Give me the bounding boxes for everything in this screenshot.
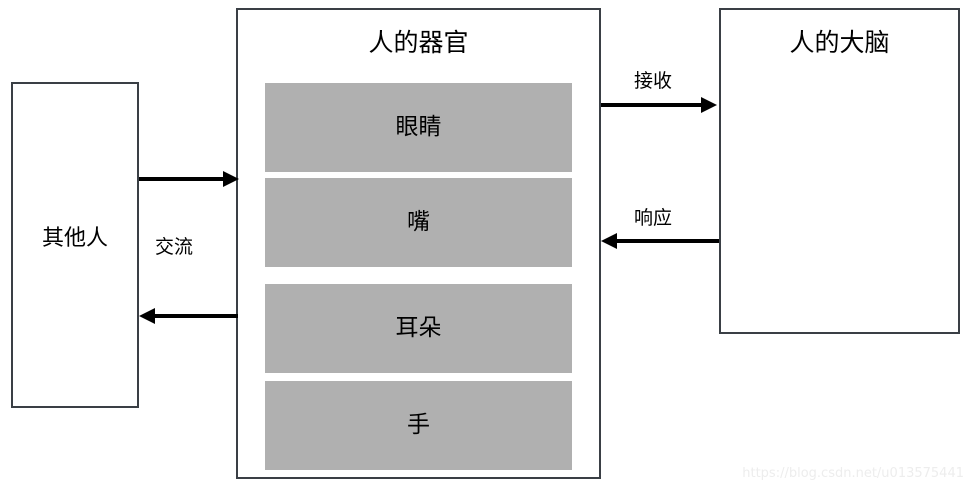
node-human-organs: 人的器官 眼睛 嘴 耳朵 手 [236,8,601,479]
organ-item-label: 嘴 [407,209,430,235]
edge-respond-line [616,239,719,243]
organ-item-ears: 耳朵 [265,284,572,373]
edge-label-respond: 响应 [634,207,673,229]
arrow-right-icon [223,171,239,187]
edge-communicate-inbound-line [154,314,238,318]
organ-item-label: 耳朵 [395,315,442,341]
node-other-people-label: 其他人 [41,226,108,251]
edge-label-receive: 接收 [634,70,673,92]
organ-item-eyes: 眼睛 [265,83,572,172]
edge-receive-line [601,103,703,107]
organ-item-label: 手 [407,412,430,438]
arrow-left-icon [139,308,155,324]
node-human-organs-title: 人的器官 [368,28,469,57]
arrow-left-icon [601,233,617,249]
watermark-text: https://blog.csdn.net/u013575441 [742,466,964,481]
organ-item-mouth: 嘴 [265,178,572,267]
edge-communicate-outbound-line [139,177,225,181]
node-human-brain: 人的大脑 [719,8,960,334]
node-other-people: 其他人 [11,82,139,408]
organ-item-label: 眼睛 [395,114,442,140]
organ-item-hands: 手 [265,381,572,470]
edge-label-communicate: 交流 [155,236,194,258]
arrow-right-icon [701,97,717,113]
node-human-brain-label: 人的大脑 [789,28,890,57]
